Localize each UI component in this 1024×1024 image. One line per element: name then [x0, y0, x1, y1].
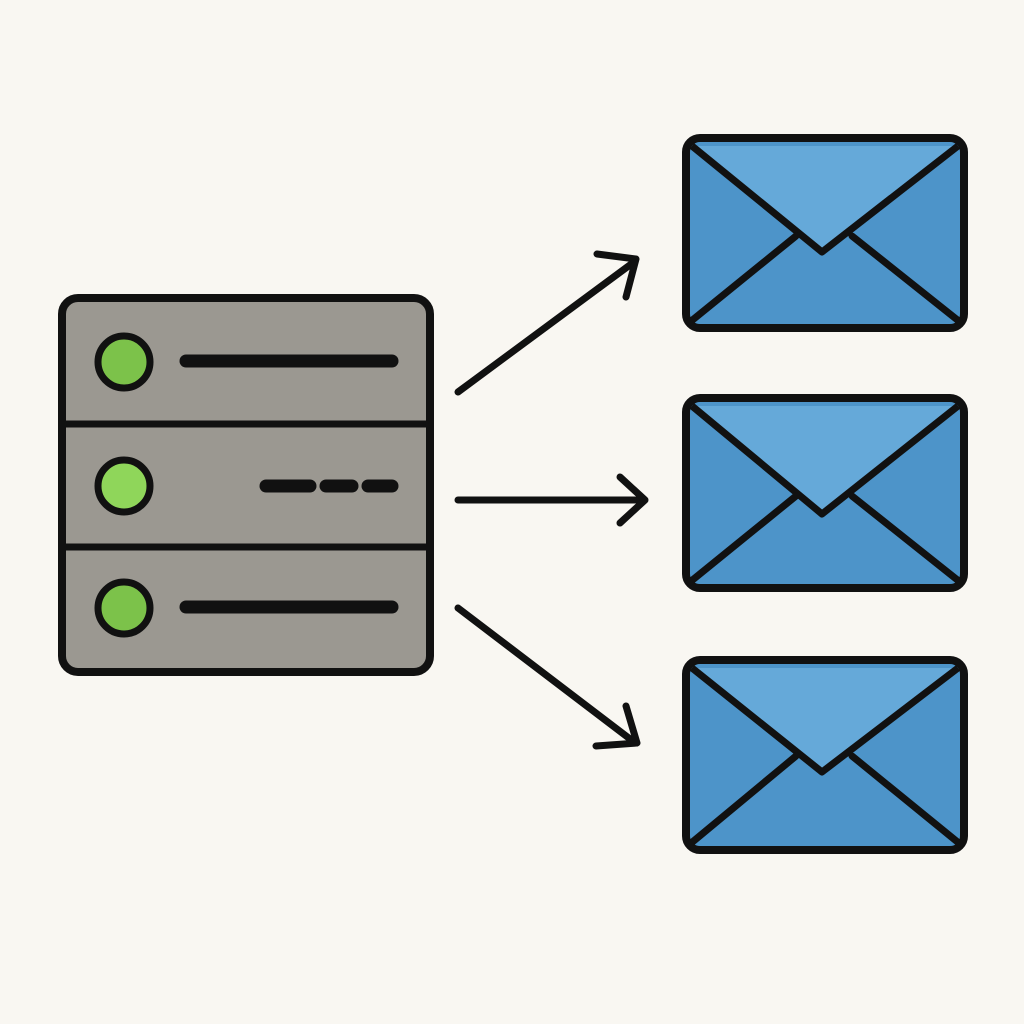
server-icon [58, 294, 434, 676]
envelope-icon [682, 394, 968, 592]
server-unit-2 [94, 456, 399, 516]
server-unit-1 [94, 332, 399, 392]
arrow-right-icon [454, 604, 641, 750]
status-led-icon [94, 332, 154, 392]
envelope-icon [682, 656, 968, 854]
envelope-icon [682, 134, 968, 332]
arrow-right-icon [454, 250, 640, 396]
server-unit-3 [94, 578, 399, 638]
arrow-right-icon [454, 473, 649, 527]
server-body [58, 294, 434, 676]
status-led-icon [94, 578, 154, 638]
status-led-icon [94, 456, 154, 516]
